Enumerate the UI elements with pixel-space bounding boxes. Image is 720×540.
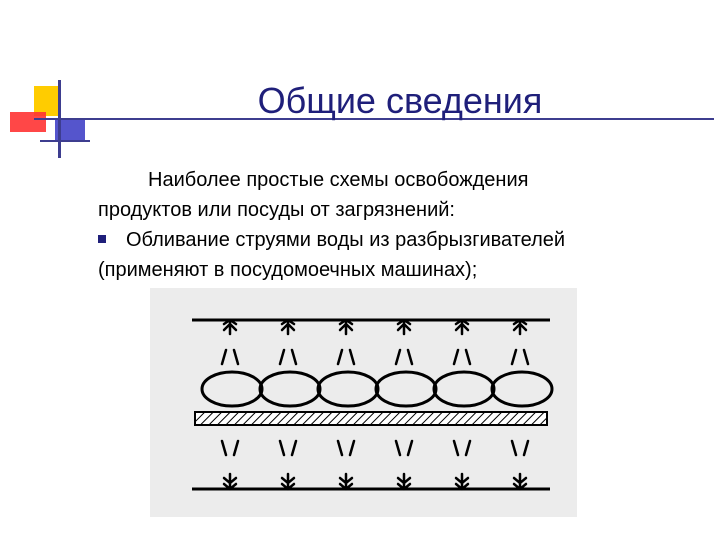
paragraph-line-1: Наиболее простые схемы освобождения <box>148 169 529 191</box>
top-nozzle <box>396 318 412 336</box>
square-bullet-icon <box>98 234 106 243</box>
bullet-item: Обливание струями воды из разбрызгивател… <box>98 225 698 285</box>
top-nozzle <box>280 318 296 336</box>
dish-item <box>374 370 438 408</box>
bottom-nozzle <box>222 472 238 491</box>
conveyor-belt <box>194 411 548 426</box>
spray-diagram <box>150 288 577 517</box>
paragraph: Наиболее простые схемы освобождения прод… <box>98 165 698 225</box>
bottom-spray-jet <box>220 439 240 457</box>
bottom-nozzle <box>512 472 528 491</box>
top-spray-jet <box>510 348 530 366</box>
top-nozzle <box>454 318 470 336</box>
decorative-logo <box>10 80 90 158</box>
top-spray-jet <box>278 348 298 366</box>
bottom-spray-jet <box>278 439 298 457</box>
top-nozzle <box>338 318 354 336</box>
spray-diagram-svg <box>192 318 554 491</box>
bottom-nozzle <box>396 472 412 491</box>
top-spray-jet <box>220 348 240 366</box>
bottom-spray-jet <box>452 439 472 457</box>
dish-item <box>316 370 380 408</box>
title-underline <box>34 118 714 120</box>
bottom-nozzle <box>280 472 296 491</box>
top-nozzle <box>222 318 238 336</box>
body-text: Наиболее простые схемы освобождения прод… <box>98 165 698 285</box>
dish-item <box>490 370 554 408</box>
top-spray-jet <box>452 348 472 366</box>
dish-item <box>200 370 264 408</box>
bullet-line-1: Обливание струями воды из разбрызгивател… <box>126 229 566 251</box>
dish-item <box>432 370 496 408</box>
bottom-spray-jet <box>336 439 356 457</box>
bottom-nozzle <box>338 472 354 491</box>
bottom-spray-jet <box>510 439 530 457</box>
top-spray-jet <box>394 348 414 366</box>
top-nozzle <box>512 318 528 336</box>
bullet-line-2: (применяют в посудомоечных машинах); <box>98 259 478 281</box>
page-title: Общие сведения <box>257 80 543 121</box>
dish-item <box>258 370 322 408</box>
bottom-nozzle <box>454 472 470 491</box>
top-spray-jet <box>336 348 356 366</box>
bottom-spray-jet <box>394 439 414 457</box>
paragraph-line-2: продуктов или посуды от загрязнений: <box>98 199 455 221</box>
